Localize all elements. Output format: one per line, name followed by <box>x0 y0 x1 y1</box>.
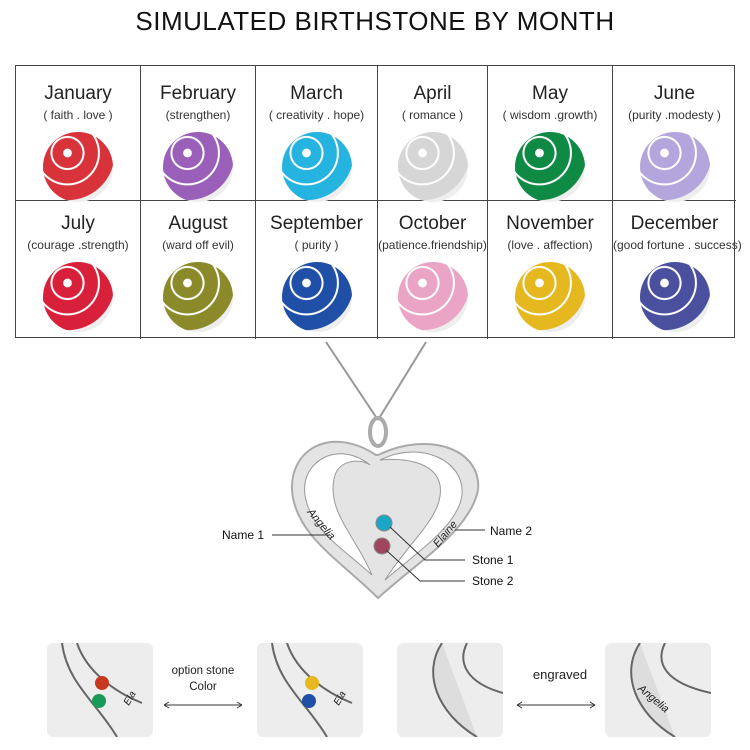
month-cell-september: September ( purity ) <box>256 201 378 339</box>
month-name: March <box>290 83 343 104</box>
month-meaning: ( faith . love ) <box>43 108 113 122</box>
month-name: June <box>653 83 696 104</box>
month-name: December <box>630 213 719 234</box>
stone-1-label: Stone 1 <box>472 553 514 567</box>
birthstone-image <box>281 132 352 202</box>
month-meaning: ( romance ) <box>401 108 464 122</box>
engraved-after: Angelia <box>605 643 711 737</box>
engraved-text: engraved <box>532 667 588 682</box>
double-arrow-icon <box>163 701 243 709</box>
birthstone-image <box>515 262 585 332</box>
option-stone-before: Ela <box>47 643 153 737</box>
month-cell-march: March ( creativity . hope) <box>256 66 378 202</box>
name-1-label: Name 1 <box>222 528 265 542</box>
birthstone-grid: January ( faith . love ) February (stren… <box>15 65 742 339</box>
month-cell-december: December (good fortune . success) <box>613 201 742 339</box>
birthstone-image <box>163 132 233 202</box>
option-stone-after: Ela <box>257 643 363 737</box>
birthstone-image <box>397 262 468 332</box>
bail <box>368 416 388 448</box>
month-cell-april: April ( romance ) <box>378 66 488 202</box>
birthstone-image <box>43 262 113 332</box>
month-meaning: (courage .strength) <box>27 238 129 252</box>
month-name: September <box>270 213 363 234</box>
birthstone-image <box>43 132 113 202</box>
month-meaning: (good fortune . success) <box>613 238 742 252</box>
birthstone-image <box>515 132 585 202</box>
month-meaning: (purity .modesty ) <box>628 108 721 122</box>
month-name: May <box>532 83 568 104</box>
month-cell-may: May ( wisdom .growth) <box>488 66 613 202</box>
double-arrow-icon <box>516 701 596 709</box>
birthstone-image <box>639 262 710 332</box>
month-cell-july: July (courage .strength) <box>16 201 141 339</box>
month-name: February <box>159 83 237 104</box>
month-meaning: ( creativity . hope) <box>268 108 365 122</box>
month-meaning: (strengthen) <box>165 108 231 122</box>
month-cell-august: August (ward off evil) <box>141 201 256 339</box>
stone-1-gem <box>375 514 393 532</box>
month-meaning: ( purity ) <box>294 238 339 252</box>
heart-pendant-image: Angelia Elaine <box>272 341 485 600</box>
birthstone-image <box>639 132 710 202</box>
month-cell-january: January ( faith . love ) <box>16 66 141 202</box>
birthstone-image <box>397 132 468 202</box>
month-name: July <box>61 213 95 234</box>
month-meaning: (love . affection) <box>507 238 593 252</box>
month-cell-february: February (strengthen) <box>141 66 256 202</box>
engraved-before <box>397 643 503 737</box>
month-name: October <box>398 213 467 234</box>
month-cell-november: November (love . affection) <box>488 201 613 339</box>
birthstone-image <box>281 262 352 332</box>
month-name: November <box>506 213 594 234</box>
month-meaning: ( wisdom .growth) <box>502 108 598 122</box>
chain <box>325 341 427 421</box>
month-meaning: (patience.friendship) <box>378 238 487 252</box>
month-cell-october: October (patience.friendship) <box>378 201 488 339</box>
page-title: SIMULATED BIRTHSTONE BY MONTH <box>135 6 615 36</box>
name-2-label: Name 2 <box>490 524 533 538</box>
birthstone-image <box>163 262 233 332</box>
month-cell-june: June (purity .modesty ) <box>613 66 736 202</box>
stone-2-label: Stone 2 <box>472 574 514 588</box>
month-meaning: (ward off evil) <box>162 238 234 252</box>
month-name: April <box>413 83 452 104</box>
month-name: August <box>168 213 228 234</box>
month-name: January <box>44 83 112 104</box>
